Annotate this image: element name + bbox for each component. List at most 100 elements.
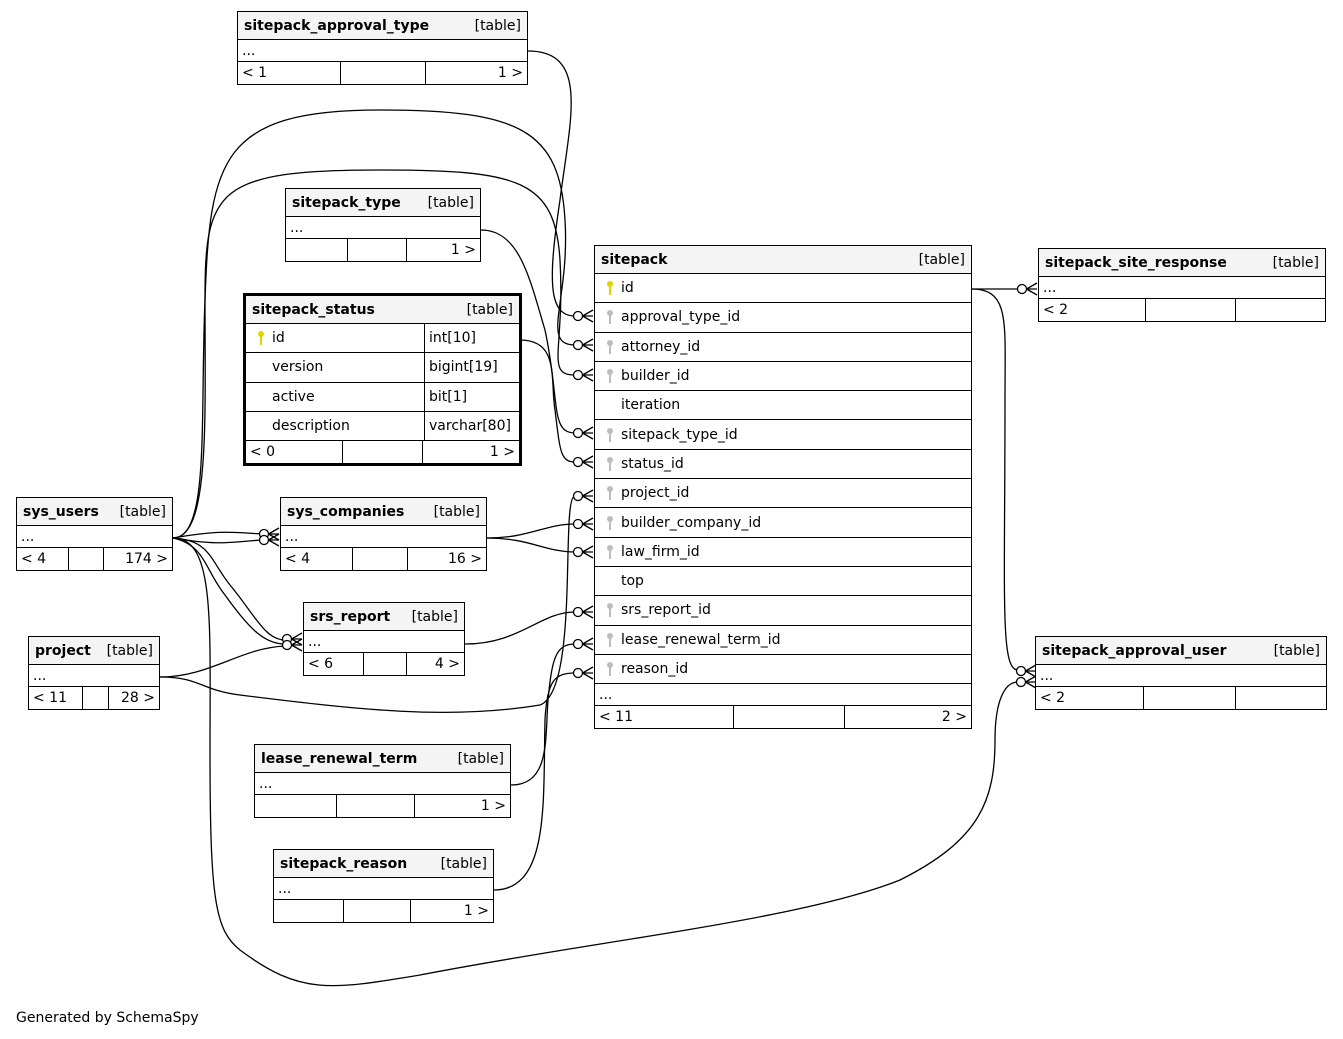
table-sys-users[interactable]: sys_users [table] ... < 4 174 >	[16, 497, 173, 571]
column-row[interactable]: sitepack_type_id	[595, 420, 971, 450]
foreign-key-icon	[603, 456, 617, 472]
rows-count	[341, 62, 426, 84]
column-row[interactable]: law_firm_id	[595, 538, 971, 567]
table-footer: < 4 174 >	[17, 548, 172, 570]
column-row[interactable]: srs_report_id	[595, 596, 971, 626]
parents-count[interactable]: < 0	[246, 441, 343, 464]
parents-count[interactable]: < 6	[304, 653, 364, 675]
columns-ellipsis: ...	[595, 684, 971, 707]
children-count[interactable]: 1 >	[463, 903, 489, 919]
children-count[interactable]: 1 >	[489, 444, 515, 461]
fk-marker	[572, 309, 594, 323]
rows-count	[1144, 687, 1236, 709]
table-sitepack-reason[interactable]: sitepack_reason [table] ... 1 >	[273, 849, 494, 923]
column-row[interactable]: reason_id	[595, 655, 971, 685]
children-count[interactable]: 4 >	[434, 656, 460, 672]
table-sitepack-site-response[interactable]: sitepack_site_response [table] ... < 2	[1038, 248, 1326, 322]
table-header: project [table]	[29, 637, 159, 665]
table-lease-renewal-term[interactable]: lease_renewal_term [table] ... 1 >	[254, 744, 511, 818]
foreign-key-icon	[603, 339, 617, 355]
column-row[interactable]: iteration	[595, 391, 971, 421]
column-name: lease_renewal_term_id	[621, 631, 781, 648]
column-row[interactable]: builder_company_id	[595, 508, 971, 538]
table-footer: 1 >	[274, 900, 493, 922]
edge-users-companies-1	[172, 531, 263, 539]
table-kind: [table]	[1272, 254, 1319, 271]
edge-companies-lawfirm	[486, 537, 576, 553]
edge-reason	[493, 672, 576, 891]
primary-key-icon	[603, 280, 617, 296]
children-count[interactable]	[1236, 299, 1325, 321]
table-sitepack-status[interactable]: sitepack_status [table] id int[10] versi…	[243, 293, 522, 467]
children-count[interactable]: 28 >	[121, 690, 155, 706]
column-type: bigint[19]	[424, 353, 519, 382]
fk-marker	[572, 545, 594, 559]
rows-count	[1146, 299, 1236, 321]
table-kind: [table]	[440, 855, 487, 872]
table-footer: < 6 4 >	[304, 653, 464, 675]
table-sys-companies[interactable]: sys_companies [table] ... < 4 16 >	[280, 497, 487, 571]
table-project[interactable]: project [table] ... < 11 28 >	[28, 636, 160, 710]
table-name: sys_companies	[287, 503, 405, 520]
table-kind: [table]	[411, 608, 458, 625]
parents-count[interactable]: < 2	[1039, 299, 1146, 321]
table-header: sitepack_type [table]	[286, 189, 480, 217]
table-footer: 1 >	[286, 239, 480, 261]
children-count[interactable]	[1236, 687, 1326, 709]
table-srs-report[interactable]: srs_report [table] ... < 6 4 >	[303, 602, 465, 676]
parents-count[interactable]: < 11	[29, 687, 83, 709]
parents-count[interactable]	[286, 239, 348, 261]
column-name: top	[621, 573, 644, 590]
table-header: lease_renewal_term [table]	[255, 745, 510, 773]
column-row[interactable]: id int[10]	[246, 324, 519, 354]
parents-count[interactable]: < 11	[595, 706, 734, 729]
children-count[interactable]: 174 >	[125, 551, 168, 567]
table-sitepack-approval-type[interactable]: sitepack_approval_type [table] ... < 1 1…	[237, 11, 528, 85]
children-count[interactable]: 1 >	[480, 798, 506, 814]
columns-ellipsis: ...	[286, 217, 480, 239]
column-row[interactable]: id	[595, 274, 971, 304]
rows-count	[83, 687, 109, 709]
parents-count[interactable]: < 4	[17, 548, 69, 570]
parents-count[interactable]: < 1	[238, 62, 341, 84]
table-sitepack-approval-user[interactable]: sitepack_approval_user [table] ... < 2	[1035, 636, 1327, 710]
edge-type	[480, 229, 576, 434]
parents-count[interactable]: < 4	[281, 548, 353, 570]
column-row[interactable]: version bigint[19]	[246, 353, 519, 383]
columns-ellipsis: ...	[281, 526, 486, 548]
parents-count[interactable]	[255, 795, 337, 817]
column-row[interactable]: attorney_id	[595, 333, 971, 362]
column-name: reason_id	[621, 661, 689, 677]
parents-count[interactable]	[274, 900, 344, 922]
fk-marker	[572, 368, 594, 382]
foreign-key-icon	[603, 515, 617, 531]
column-row[interactable]: top	[595, 567, 971, 597]
children-count[interactable]: 1 >	[450, 242, 476, 258]
table-kind: [table]	[918, 251, 965, 268]
column-name: sitepack_type_id	[621, 426, 738, 443]
table-header: sitepack_reason [table]	[274, 850, 493, 878]
children-count[interactable]: 16 >	[448, 551, 482, 567]
table-sitepack-type[interactable]: sitepack_type [table] ... 1 >	[285, 188, 481, 262]
table-name: srs_report	[310, 608, 391, 625]
column-row[interactable]: project_id	[595, 479, 971, 509]
column-row[interactable]: builder_id	[595, 362, 971, 392]
edge-project-srs	[159, 645, 286, 678]
children-count[interactable]: 1 >	[497, 65, 523, 81]
table-footer: < 11 28 >	[29, 687, 159, 709]
column-row[interactable]: description varchar[80]	[246, 411, 519, 442]
table-header: sys_companies [table]	[281, 498, 486, 526]
column-row[interactable]: approval_type_id	[595, 303, 971, 333]
primary-key-icon	[254, 330, 268, 346]
column-row[interactable]: active bit[1]	[246, 382, 519, 412]
table-header: sys_users [table]	[17, 498, 172, 526]
parents-count[interactable]: < 2	[1036, 687, 1144, 709]
children-count[interactable]: 2 >	[941, 709, 967, 726]
column-name: version	[272, 359, 324, 376]
column-type: bit[1]	[424, 382, 519, 411]
column-row[interactable]: lease_renewal_term_id	[595, 626, 971, 655]
column-row[interactable]: status_id	[595, 450, 971, 480]
foreign-key-icon	[603, 602, 617, 618]
fk-marker	[572, 605, 594, 619]
